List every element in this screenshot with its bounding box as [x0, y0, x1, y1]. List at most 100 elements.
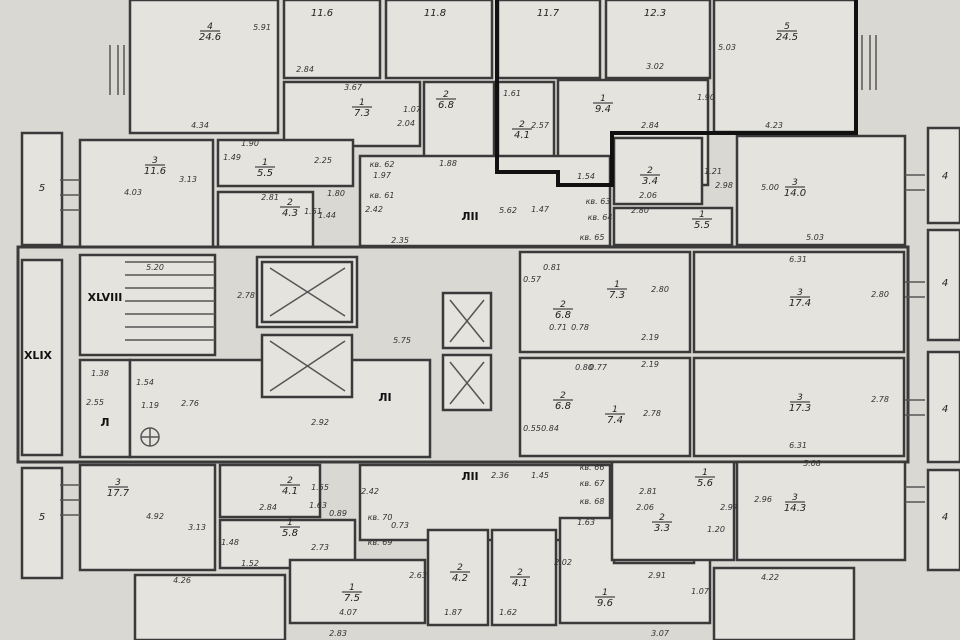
dimension-label: 5.62: [499, 206, 517, 215]
room-number: 1: [359, 98, 365, 108]
room-area: 3.3: [654, 523, 670, 534]
dimension-label: 1.07: [691, 587, 710, 596]
dimension-label: 2.42: [361, 487, 379, 496]
dimension-label: 2.57: [531, 121, 550, 130]
room-area: 24.6: [199, 32, 221, 43]
dimension-label: 2.84: [641, 121, 659, 130]
room-area: 9.6: [597, 598, 613, 609]
dimension-label: 2.76: [181, 399, 199, 408]
dimension-label: 1.49: [223, 153, 241, 162]
dimension-label: 1.47: [531, 205, 550, 214]
dimension-label: 0.80: [575, 363, 593, 372]
dimension-label: 3.13: [179, 175, 197, 184]
flat-number: кв. 65: [580, 233, 605, 242]
flat-number: кв. 67: [580, 479, 606, 488]
dimension-label: 5.03: [718, 43, 736, 52]
room-area: 11.6: [144, 166, 166, 177]
room-area: 4.1: [512, 578, 528, 589]
dimension-label: 1.87: [444, 608, 463, 617]
dimension-label: 2.04: [397, 119, 415, 128]
room-number: 3: [792, 178, 798, 188]
stairwell-label: Л: [100, 416, 109, 429]
dimension-label: 1.07: [403, 105, 422, 114]
dimension-label: 1.80: [327, 189, 345, 198]
dimension-label: 0.84: [541, 424, 559, 433]
dimension-label: 2.06: [636, 503, 654, 512]
dimension-label: 0.81: [543, 263, 561, 272]
dimension-label: 5.08: [803, 459, 821, 468]
dimension-label: 2.83: [329, 629, 347, 638]
dimension-label: 4.23: [765, 121, 783, 130]
room-number: 2: [560, 300, 566, 310]
room-number: 2: [287, 476, 293, 486]
room-number: 2: [517, 568, 523, 578]
dimension-label: 2.42: [365, 205, 383, 214]
dimension-label: 0.57: [523, 275, 542, 284]
dimension-label: 6.31: [789, 441, 807, 450]
dimension-label: 1.90: [241, 139, 259, 148]
dimension-label: 2.81: [639, 487, 657, 496]
dimension-label: 2.92: [311, 418, 329, 427]
room-area: 14.3: [784, 503, 806, 514]
room-number: 1: [699, 210, 705, 220]
balcony-number: 4: [942, 404, 948, 415]
dimension-label: 1.38: [91, 369, 109, 378]
room-number: 3: [797, 393, 803, 403]
room-area: 4.3: [282, 208, 298, 219]
dimension-label: 5.20: [146, 263, 164, 272]
room-area: 7.4: [607, 415, 623, 426]
dimension-label: 4.07: [339, 608, 358, 617]
dimension-label: 4.34: [191, 121, 209, 130]
dimension-label: 2.78: [237, 291, 255, 300]
room-number: 1: [702, 468, 708, 478]
dimension-label: 5.75: [393, 336, 411, 345]
dimension-label: 1.97: [373, 171, 392, 180]
dimension-label: 2.63: [409, 571, 427, 580]
room-number: 1: [614, 280, 620, 290]
dimension-label: 3.07: [651, 629, 670, 638]
dimension-label: 3.13: [188, 523, 206, 532]
room-number: 2: [647, 166, 653, 176]
dimension-label: 1.55: [311, 483, 329, 492]
dimension-label: 2.84: [296, 65, 314, 74]
room-number: 1: [612, 405, 618, 415]
room-area: 4.2: [452, 573, 468, 584]
dimension-label: 1.54: [577, 172, 595, 181]
dimension-label: 2.36: [491, 471, 509, 480]
dimension-label: 0.71: [549, 323, 567, 332]
room-area: 7.3: [354, 108, 370, 119]
room-number: 2: [560, 391, 566, 401]
dimension-label: 3.02: [646, 62, 664, 71]
dimension-label: 1.52: [241, 559, 259, 568]
flat-number: кв. 61: [370, 191, 395, 200]
dimension-label: 2.35: [391, 236, 409, 245]
room-number: 3: [792, 493, 798, 503]
dimension-label: 2.02: [554, 558, 572, 567]
dimension-label: 2.98: [715, 181, 733, 190]
flat-number: кв. 63: [586, 197, 611, 206]
dimension-label: 2.25: [314, 156, 332, 165]
flat-number: кв. 70: [368, 513, 393, 522]
room-area: 5.5: [694, 220, 710, 231]
dimension-label: 5.00: [761, 183, 779, 192]
dimension-label: 0.73: [391, 521, 409, 530]
dimension-label: 1.45: [531, 471, 549, 480]
flat-number: кв. 68: [580, 497, 605, 506]
dimension-label: 1.90: [697, 93, 715, 102]
room-area: 6.8: [438, 100, 454, 111]
dimension-label: 0.55: [523, 424, 541, 433]
dimension-label: 1.19: [141, 401, 159, 410]
room-area: 11.7: [537, 8, 560, 19]
room-area: 17.3: [789, 403, 811, 414]
dimension-label: 0.78: [571, 323, 589, 332]
dimension-label: 2.80: [631, 206, 649, 215]
dimension-label: 6.31: [789, 255, 807, 264]
dimension-label: 2.73: [311, 543, 329, 552]
walls: [16, 0, 960, 640]
room-number: 1: [262, 158, 268, 168]
dimension-label: 2.19: [641, 360, 659, 369]
